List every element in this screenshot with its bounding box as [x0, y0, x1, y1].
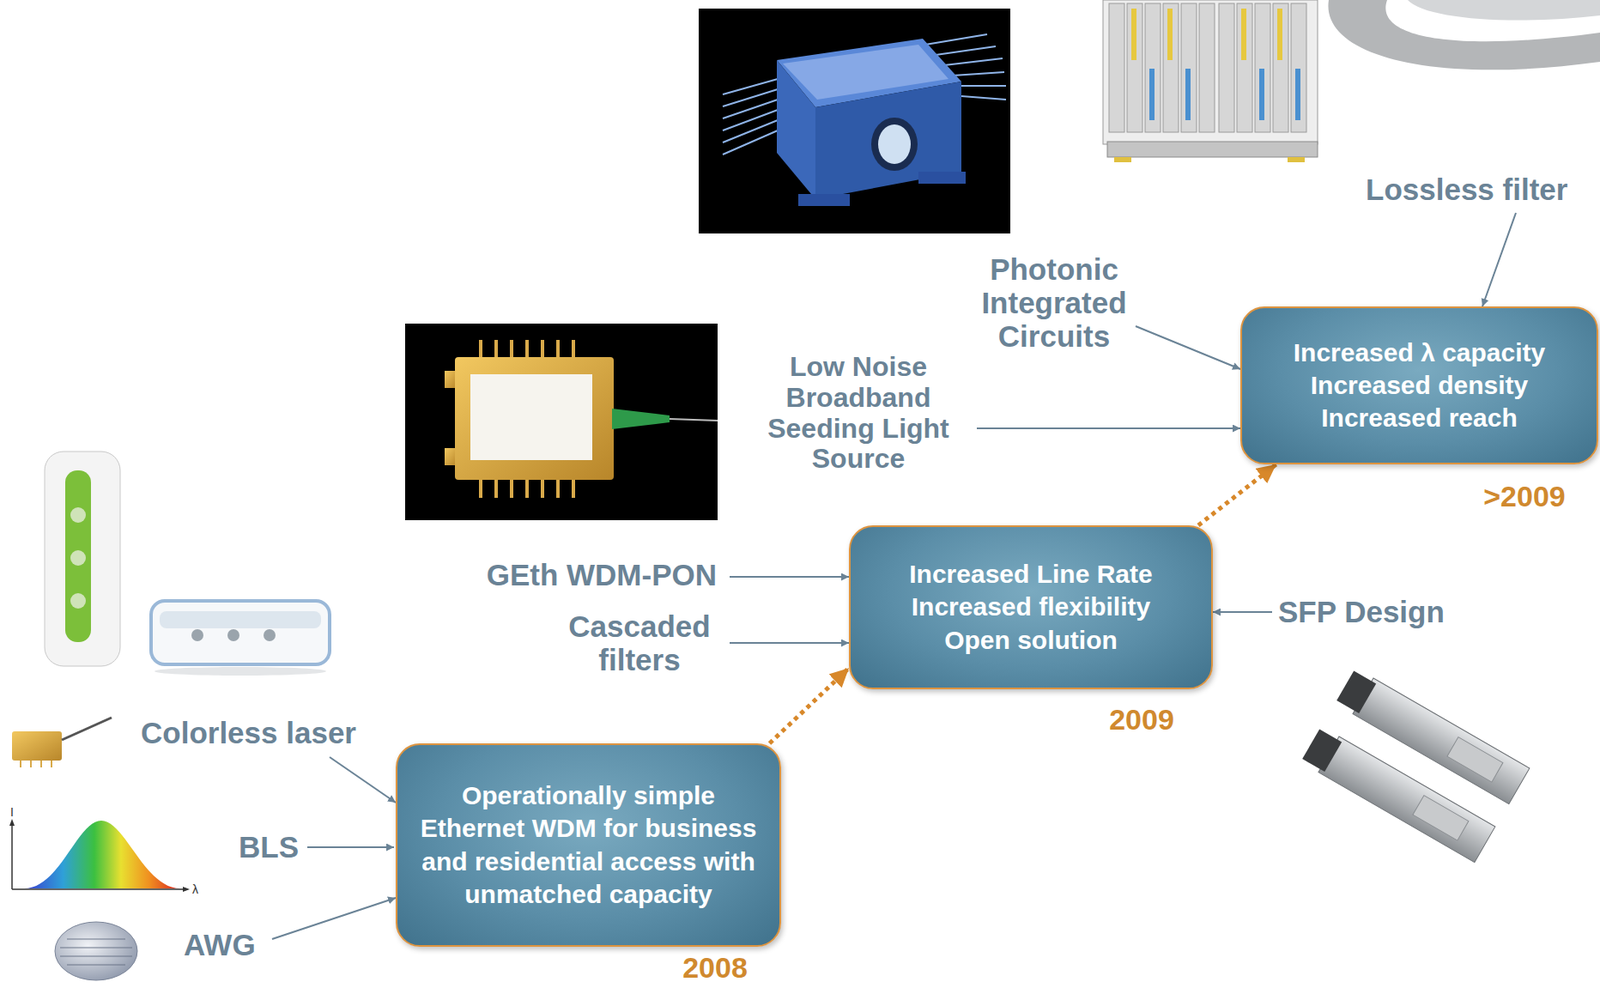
leader-line [307, 846, 394, 849]
laser-photo [405, 323, 718, 521]
box-text: Increased Line Rate [862, 557, 1200, 591]
callout-label: GEth WDM-PON [442, 557, 717, 592]
process-box: Increased λ capacityIncreased densityInc… [1240, 306, 1599, 465]
year-label: 2009 [1098, 704, 1185, 734]
laser-icon [12, 717, 112, 768]
callout-label: Lossless filter [1365, 172, 1591, 207]
callout-label: BLS [238, 830, 316, 864]
box-text: Increased reach [1254, 401, 1585, 435]
box-text: Increased flexibility [862, 590, 1200, 624]
leader-line [272, 897, 396, 940]
box-content: Operationally simple Ethernet WDM for bu… [409, 779, 768, 910]
callout-label: Cascaded filters [553, 609, 726, 677]
box-content: Increased λ capacityIncreased densityInc… [1254, 336, 1585, 435]
leader-line [1482, 212, 1516, 307]
process-box: Operationally simple Ethernet WDM for bu… [395, 743, 782, 947]
callout-label: λ [192, 883, 208, 896]
leader-line [729, 642, 849, 644]
box-text: Open solution [862, 624, 1200, 657]
logo-swoosh [1327, 0, 1600, 70]
callout-label: SFP Design [1278, 594, 1485, 629]
callout-label: Colorless laser [140, 715, 399, 750]
module-photo [698, 8, 1011, 234]
leader-line [1135, 326, 1241, 370]
callout-label: Photonic Integrated Circuits [959, 252, 1149, 354]
box-text: Increased density [1254, 369, 1585, 402]
box-content: Increased Line RateIncreased flexibility… [862, 557, 1200, 656]
leader-line [1212, 611, 1273, 613]
rack-photo [1103, 0, 1318, 163]
callout-label: AWG [183, 927, 270, 962]
device-photo [44, 451, 330, 676]
box-text: Increased λ capacity [1254, 336, 1585, 370]
awg-wafer [54, 921, 138, 981]
spectrum-plot [9, 818, 190, 892]
leader-line [329, 757, 396, 803]
box-text: Operationally simple Ethernet WDM for bu… [409, 779, 768, 910]
leader-line [729, 575, 849, 578]
year-label: >2009 [1472, 481, 1576, 511]
callout-label: Low Noise Broadband Seeding Light Source [742, 351, 975, 475]
leader-line [976, 427, 1241, 430]
sfp-photo [1300, 667, 1530, 863]
dotted-arrow [769, 667, 849, 744]
callout-label: I [6, 806, 19, 819]
year-label: 2008 [672, 952, 758, 982]
process-box: Increased Line RateIncreased flexibility… [848, 525, 1213, 690]
dotted-arrow [1198, 464, 1277, 526]
